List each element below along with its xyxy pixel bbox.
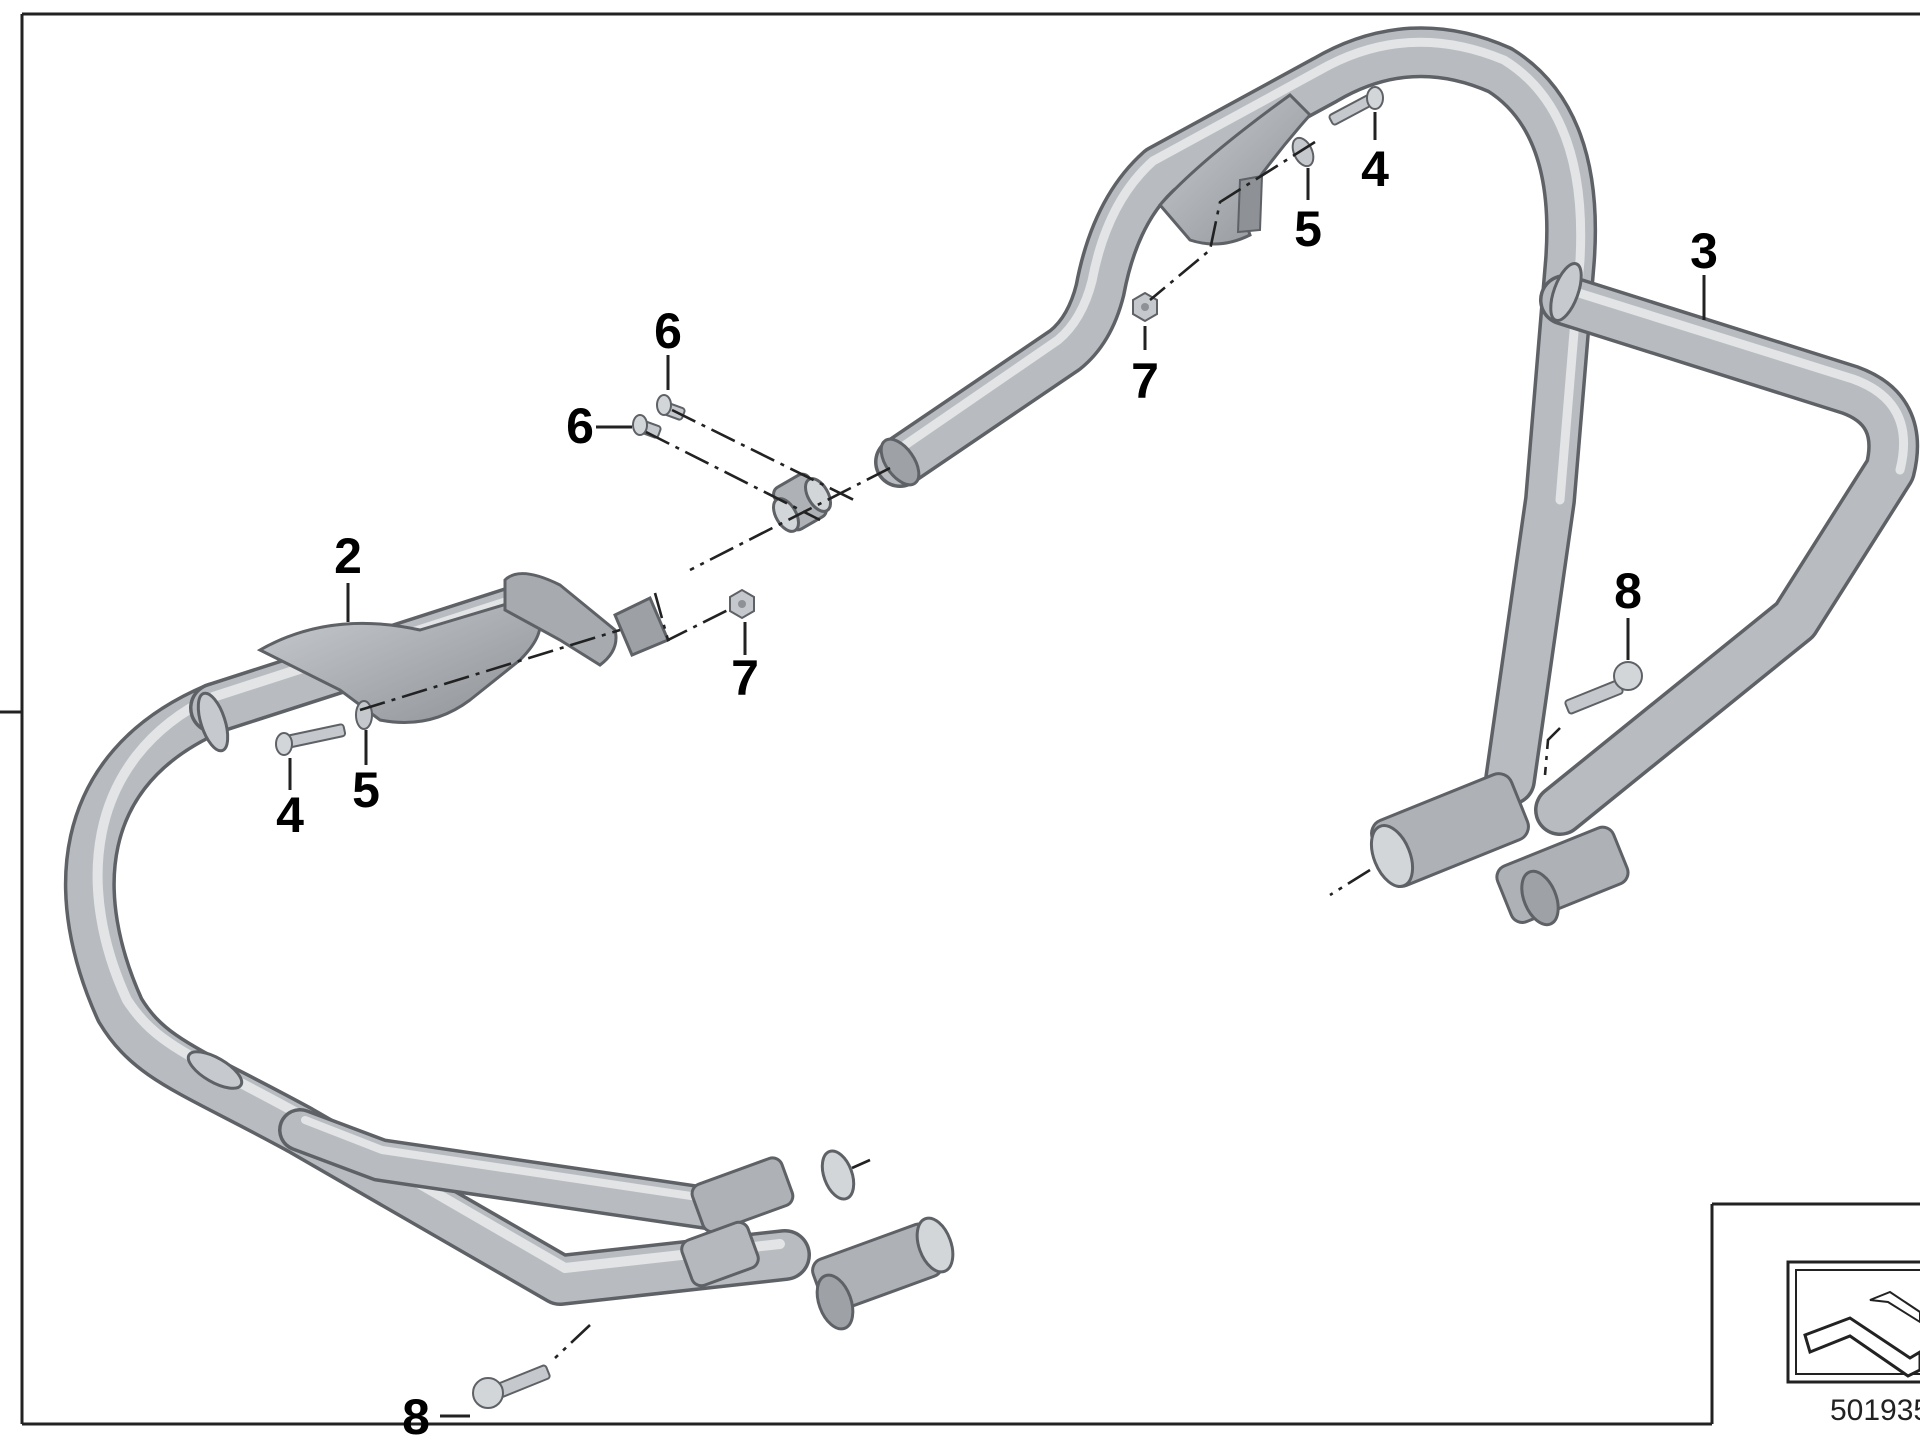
crash-bar-right — [874, 26, 1920, 927]
callout-6-upper: 6 — [654, 303, 682, 359]
callout-7-right: 7 — [1131, 353, 1159, 409]
callout-2: 2 — [334, 528, 362, 584]
washer-5-right — [1291, 136, 1315, 168]
callout-3: 3 — [1690, 223, 1718, 279]
washer-5-left — [355, 700, 373, 730]
document-number: 501935 — [1830, 1394, 1920, 1427]
callout-7-left: 7 — [731, 650, 759, 706]
drawing-frame — [0, 12, 1920, 1426]
assembly-lines — [359, 140, 1561, 1359]
leader-lines — [288, 112, 1706, 1418]
nut-7-left — [729, 588, 755, 620]
callout-4-right: 4 — [1361, 141, 1389, 197]
bolt-4-left — [275, 723, 347, 756]
bolt-8-left — [472, 1364, 551, 1409]
callout-5-left: 5 — [352, 762, 380, 818]
callout-labels: 6 6 2 7 5 4 4 5 7 3 8 8 — [276, 141, 1718, 1440]
bolt-4-right — [1328, 86, 1384, 126]
screw-6-upper — [656, 394, 686, 421]
symbol-box — [1710, 1202, 1920, 1424]
callout-6-lower: 6 — [566, 398, 594, 454]
callout-5-right: 5 — [1294, 201, 1322, 257]
connector-tube — [772, 472, 832, 533]
callout-8-left: 8 — [402, 1389, 430, 1440]
callout-8-right: 8 — [1614, 563, 1642, 619]
callout-4-left: 4 — [276, 787, 304, 843]
screw-6-lower — [632, 414, 662, 439]
crash-bar-left — [63, 572, 955, 1331]
bolt-8-right — [1564, 661, 1643, 715]
